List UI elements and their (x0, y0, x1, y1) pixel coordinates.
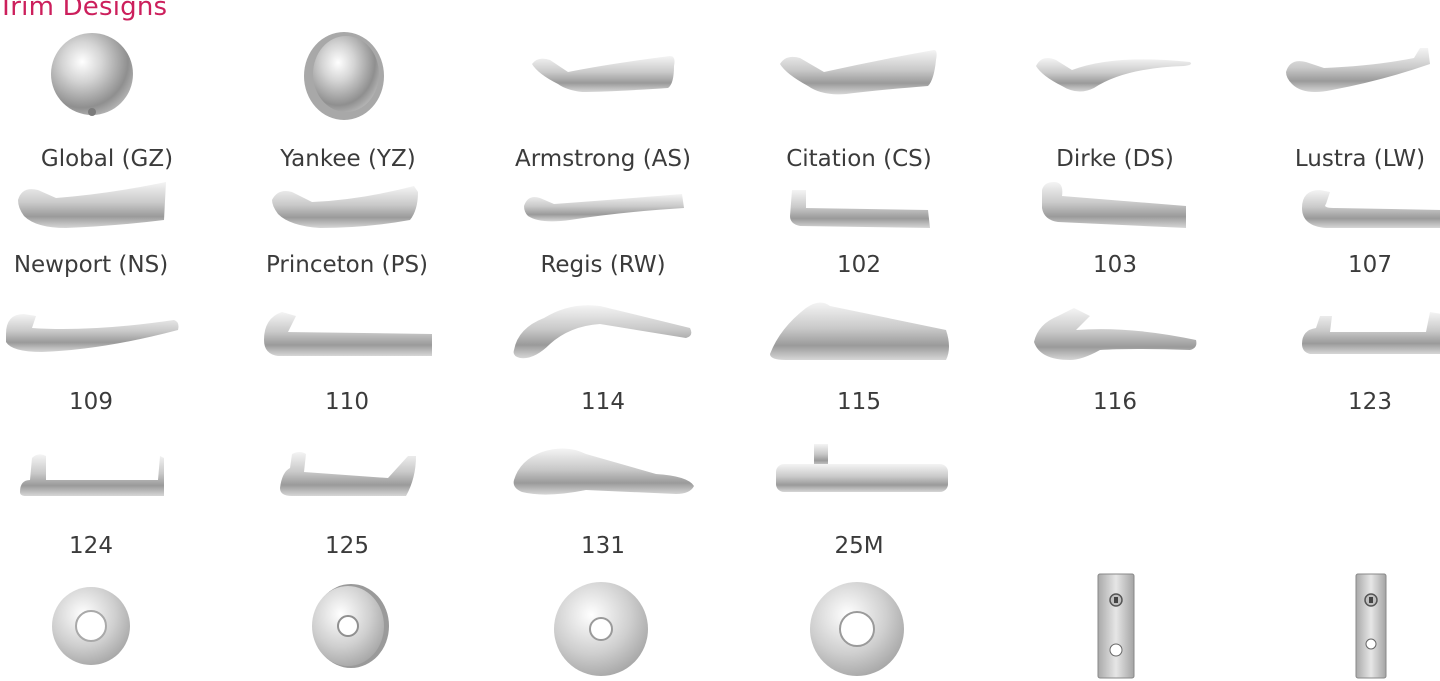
lever-115-image (766, 298, 952, 364)
label-125: 125 (325, 533, 369, 559)
label-131: 131 (581, 533, 625, 559)
lever-newport-image (16, 180, 168, 232)
label-116: 116 (1093, 389, 1137, 415)
lever-102-image (784, 186, 934, 234)
lever-103-image (1038, 180, 1194, 232)
lever-125-image (276, 448, 420, 500)
label-yankee: Yankee (YZ) (280, 146, 416, 172)
lever-armstrong-image (528, 50, 678, 98)
rose-image-4 (808, 580, 906, 678)
label-dirke: Dirke (DS) (1056, 146, 1174, 172)
label-107: 107 (1348, 252, 1392, 278)
label-regis: Regis (RW) (540, 252, 666, 278)
label-110: 110 (325, 389, 369, 415)
label-103: 103 (1093, 252, 1137, 278)
lever-107-image (1296, 186, 1440, 232)
rose-image-2 (306, 582, 392, 670)
page-title: Trim Designs (0, 0, 168, 22)
label-124: 124 (69, 533, 113, 559)
lever-124-image (16, 450, 166, 500)
lever-109-image (2, 306, 182, 356)
lever-114-image (510, 300, 694, 364)
knob-yankee-image (298, 30, 388, 122)
escutcheon-plate-image-2 (1354, 572, 1388, 680)
lever-116-image (1030, 302, 1200, 362)
label-princeton: Princeton (PS) (265, 252, 429, 278)
lever-regis-image (520, 190, 686, 226)
lever-lustra-image (1284, 44, 1440, 98)
lever-25m-image (774, 440, 950, 494)
rose-image-1 (50, 584, 132, 668)
label-global: Global (GZ) (40, 146, 174, 172)
label-newport: Newport (NS) (13, 252, 169, 278)
label-123: 123 (1348, 389, 1392, 415)
label-115: 115 (837, 389, 881, 415)
lever-131-image (506, 444, 696, 504)
lever-citation-image (778, 46, 940, 100)
label-102: 102 (837, 252, 881, 278)
label-109: 109 (69, 389, 113, 415)
label-114: 114 (581, 389, 625, 415)
escutcheon-plate-image-1 (1096, 572, 1136, 680)
lever-dirke-image (1034, 48, 1194, 96)
lever-princeton-image (270, 182, 422, 232)
knob-global-image (44, 32, 140, 118)
rose-image-3 (552, 580, 650, 678)
label-25m: 25M (834, 533, 884, 559)
label-lustra: Lustra (LW) (1294, 146, 1426, 172)
lever-110-image (258, 308, 436, 360)
label-armstrong: Armstrong (AS) (515, 146, 691, 172)
lever-123-image (1298, 308, 1440, 358)
label-citation: Citation (CS) (786, 146, 932, 172)
